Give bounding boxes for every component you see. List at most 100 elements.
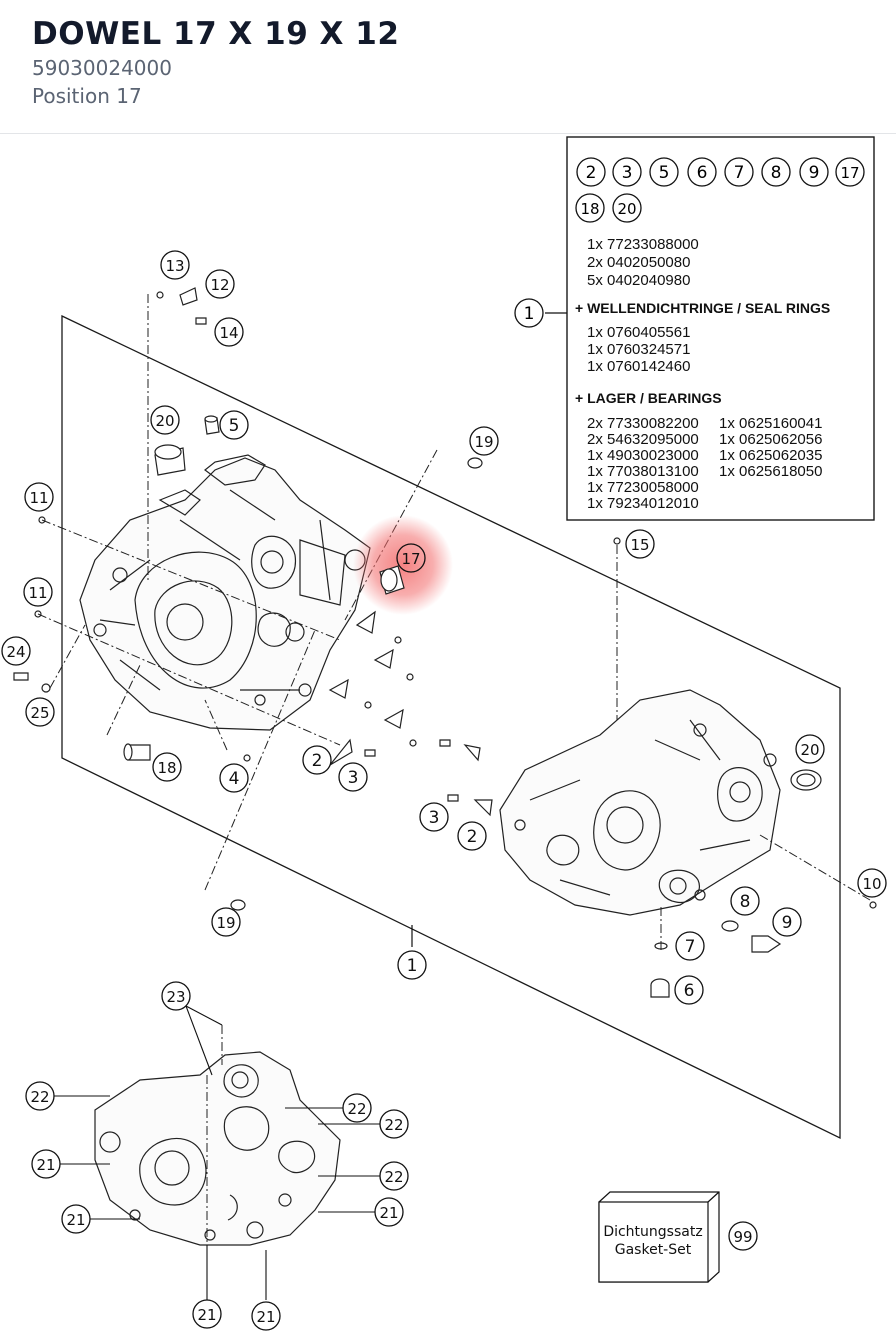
callout-8[interactable]: 8 (730, 886, 760, 916)
callout-20[interactable]: 20 (150, 405, 180, 435)
svg-text:23: 23 (166, 988, 185, 1006)
callout-13[interactable]: 13 (160, 250, 190, 280)
exploded-parts-diagram: 2 3 5 6 7 8 9 17 18 20 1x 77233088000 2x… (1, 136, 887, 1331)
svg-text:5: 5 (659, 163, 670, 183)
seal-ref-line: 1x 0760405561 (587, 324, 690, 341)
legend-ref-8[interactable]: 8 (761, 157, 791, 187)
callout-11[interactable]: 11 (24, 482, 54, 512)
callout-22[interactable]: 22 (379, 1161, 409, 1191)
svg-text:21: 21 (379, 1204, 398, 1222)
seal-rings-heading: + WELLENDICHTRINGE / SEAL RINGS (575, 300, 830, 316)
hardware-parts (13, 287, 877, 998)
svg-text:6: 6 (684, 981, 695, 1001)
callout-19[interactable]: 19 (211, 907, 241, 937)
callout-1-legend[interactable]: 1 (514, 298, 544, 328)
bearing-ref-line: 1x 77038013100 (587, 463, 699, 480)
svg-text:25: 25 (30, 704, 49, 722)
legend-ref-20[interactable]: 20 (612, 193, 642, 223)
svg-text:18: 18 (580, 200, 599, 218)
svg-text:9: 9 (782, 913, 793, 933)
svg-text:1: 1 (407, 956, 418, 976)
svg-text:11: 11 (28, 584, 47, 602)
legend-ref-3[interactable]: 3 (612, 157, 642, 187)
seal-ref-line: 1x 0760142460 (587, 358, 690, 375)
callout-10[interactable]: 10 (857, 868, 887, 898)
callout-4[interactable]: 4 (219, 763, 249, 793)
part-header: DOWEL 17 X 19 X 12 59030024000 Position … (0, 0, 896, 134)
callout-11[interactable]: 11 (23, 577, 53, 607)
callout-23[interactable]: 23 (161, 981, 191, 1011)
svg-text:2: 2 (586, 163, 597, 183)
svg-text:8: 8 (771, 163, 782, 183)
crankcase-assembly-frame (61, 314, 841, 1140)
callout-12[interactable]: 12 (205, 269, 235, 299)
callout-2[interactable]: 2 (457, 821, 487, 851)
callout-22[interactable]: 22 (342, 1093, 372, 1123)
callout-20[interactable]: 20 (795, 734, 825, 764)
callout-15[interactable]: 15 (625, 529, 655, 559)
legend-ref-17[interactable]: 17 (835, 157, 865, 187)
seal-ref-line: 1x 0760324571 (587, 341, 690, 358)
callout-24[interactable]: 24 (1, 636, 31, 666)
svg-text:3: 3 (429, 808, 440, 828)
gasket-set-box[interactable]: Dichtungssatz Gasket-Set (598, 1191, 720, 1283)
callout-leader-lines (54, 1005, 380, 1300)
bearing-ref-line: 1x 0625062035 (719, 447, 822, 464)
legend-circled-refs: 2 3 5 6 7 8 9 17 18 20 (575, 157, 865, 223)
legend-ref-9[interactable]: 9 (799, 157, 829, 187)
callout-21[interactable]: 21 (31, 1149, 61, 1179)
callout-5[interactable]: 5 (219, 410, 249, 440)
svg-text:20: 20 (155, 412, 174, 430)
svg-text:9: 9 (809, 163, 820, 183)
svg-text:13: 13 (165, 257, 184, 275)
callout-21[interactable]: 21 (374, 1197, 404, 1227)
legend-ref-7[interactable]: 7 (724, 157, 754, 187)
bearing-ref-line: 2x 54632095000 (587, 431, 699, 448)
svg-text:19: 19 (474, 433, 493, 451)
svg-text:17: 17 (840, 164, 859, 182)
svg-text:22: 22 (384, 1116, 403, 1134)
highlighted-dowel-17[interactable] (353, 515, 453, 615)
callout-9[interactable]: 9 (772, 907, 802, 937)
callout-2[interactable]: 2 (302, 745, 332, 775)
callout-18[interactable]: 18 (152, 752, 182, 782)
svg-text:99: 99 (733, 1228, 752, 1246)
kit-ref-line: 2x 0402050080 (587, 254, 690, 271)
legend-ref-2[interactable]: 2 (576, 157, 606, 187)
bearing-ref-line: 1x 0625062056 (719, 431, 822, 448)
svg-text:21: 21 (197, 1306, 216, 1324)
callout-6[interactable]: 6 (674, 975, 704, 1005)
callout-3[interactable]: 3 (419, 802, 449, 832)
legend-ref-18[interactable]: 18 (575, 193, 605, 223)
callout-22[interactable]: 22 (379, 1109, 409, 1139)
legend-ref-5[interactable]: 5 (649, 157, 679, 187)
svg-text:2: 2 (467, 827, 478, 847)
bearing-ref-line: 1x 79234012010 (587, 495, 699, 512)
legend-ref-6[interactable]: 6 (687, 157, 717, 187)
callout-25[interactable]: 25 (25, 697, 55, 727)
svg-text:22: 22 (30, 1088, 49, 1106)
callout-17[interactable]: 17 (396, 543, 426, 573)
callout-21[interactable]: 21 (192, 1299, 222, 1329)
svg-text:11: 11 (29, 489, 48, 507)
svg-text:24: 24 (6, 643, 25, 661)
callout-22[interactable]: 22 (25, 1081, 55, 1111)
part-title: DOWEL 17 X 19 X 12 (32, 16, 400, 52)
svg-text:21: 21 (66, 1211, 85, 1229)
callout-7[interactable]: 7 (675, 931, 705, 961)
assembly-axis-lines (37, 294, 871, 1245)
callout-21[interactable]: 21 (61, 1204, 91, 1234)
gasket-set-label-en: Gasket-Set (615, 1242, 692, 1258)
callout-21[interactable]: 21 (251, 1301, 281, 1331)
callout-14[interactable]: 14 (214, 317, 244, 347)
svg-text:4: 4 (229, 769, 240, 789)
gasket-set-label-de: Dichtungssatz (603, 1224, 702, 1240)
part-position: Position 17 (32, 84, 142, 108)
callout-19[interactable]: 19 (469, 426, 499, 456)
svg-text:3: 3 (348, 768, 359, 788)
callout-99[interactable]: 99 (728, 1221, 758, 1251)
svg-text:20: 20 (617, 200, 636, 218)
svg-text:7: 7 (685, 937, 696, 957)
callout-1[interactable]: 1 (397, 950, 427, 980)
callout-3[interactable]: 3 (338, 762, 368, 792)
